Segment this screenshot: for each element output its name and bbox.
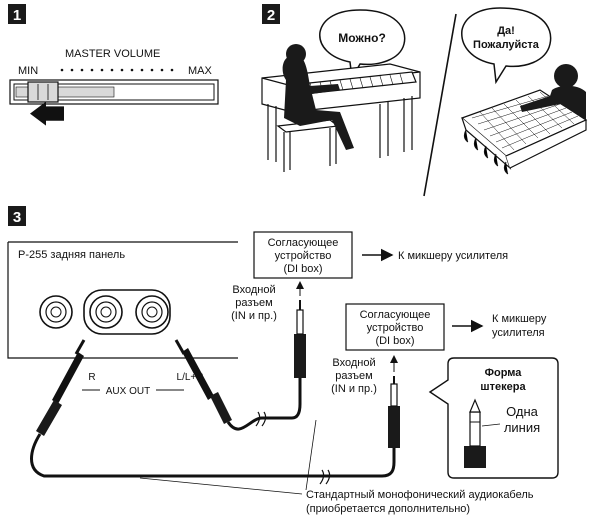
aux-out-r-jack[interactable] — [89, 295, 123, 329]
plug-box-title-line2: штекера — [480, 381, 526, 393]
cable-to-dibox2 — [30, 433, 396, 478]
input1-line2: разъем — [235, 297, 272, 309]
mono-plug-icon — [464, 398, 486, 468]
input1-line3: (IN и пр.) — [231, 310, 277, 322]
dibox1 — [253, 231, 353, 279]
dibox1-line2: устройство — [275, 250, 332, 262]
jack-l-label: L/L+R — [177, 372, 204, 383]
plug-box-title-line1: Форма — [485, 367, 523, 379]
piano-player-illustration — [261, 44, 421, 172]
bubble-right-line1: Да! — [497, 25, 515, 37]
master-volume-slider[interactable] — [9, 79, 219, 105]
step3-badge — [8, 206, 26, 226]
jack-unused — [39, 295, 73, 329]
volume-slider-knob[interactable] — [27, 81, 59, 103]
plug-l-icon — [174, 339, 232, 424]
dibox1-output-label: К микшеру усилителя — [398, 250, 508, 262]
dibox2-line1: Согласующее — [360, 309, 431, 321]
dibox2-line3: (DI box) — [375, 335, 414, 347]
cable-to-dibox1 — [226, 376, 302, 431]
step2-badge — [262, 4, 280, 24]
arrow-left-icon — [30, 101, 64, 126]
step3-panel: 3 P-255 задняя панель R L/L+R AUX OUT — [7, 206, 559, 515]
caption-leader-2 — [305, 419, 317, 491]
input-plug-1-icon — [294, 300, 306, 378]
caption-leader-1 — [139, 477, 303, 495]
plug-box-desc-line2: линия — [504, 420, 540, 435]
step1-number: 1 — [13, 7, 21, 24]
dibox2-output-line1: К микшеру — [492, 313, 547, 325]
plug-shape-callout: Форма штекера Одна линия — [428, 357, 559, 479]
dibox2-line2: устройство — [367, 322, 424, 334]
input2-line2: разъем — [335, 370, 372, 382]
master-volume-label: MASTER VOLUME — [65, 48, 160, 60]
dibox2 — [345, 303, 445, 351]
cable-caption-line1: Стандартный монофонический аудиокабель — [306, 489, 534, 501]
mixer-engineer-illustration — [460, 64, 588, 175]
volume-scale-dots — [60, 68, 174, 72]
cable-break-mark-2 — [319, 469, 331, 485]
dibox1-line1: Согласующее — [268, 237, 339, 249]
input2-line3: (IN и пр.) — [331, 383, 377, 395]
rear-panel-outline — [7, 241, 238, 359]
step3-number: 3 — [13, 209, 21, 226]
dibox2-output-line2: усилителя — [492, 327, 545, 339]
bubble-left-text: Можно? — [338, 31, 386, 45]
step1-panel: 1 MASTER VOLUME MIN MAX — [8, 4, 219, 126]
dibox1-line3: (DI box) — [283, 263, 322, 275]
jack-r-label: R — [88, 372, 95, 383]
rear-panel-title: P-255 задняя панель — [18, 249, 125, 261]
cable-caption-line2: (приобретается дополнительно) — [306, 503, 470, 515]
speech-bubble-right: Да! Пожалуйста — [461, 7, 552, 85]
volume-min-label: MIN — [18, 65, 38, 77]
input-plug-2-icon — [388, 376, 400, 448]
step2-panel: 2 Можно? — [261, 4, 588, 197]
bubble-right-line2: Пожалуйста — [473, 39, 540, 51]
input2-line1: Входной — [332, 357, 375, 369]
aux-out-label: AUX OUT — [106, 386, 150, 397]
plug-box-desc-line1: Одна — [506, 404, 539, 419]
step1-badge — [8, 4, 26, 24]
step2-number: 2 — [267, 7, 275, 24]
cable-break-mark-1 — [255, 411, 267, 427]
plug-r-icon — [36, 339, 86, 436]
step2-divider — [423, 13, 457, 197]
aux-out-l-jack[interactable] — [135, 295, 169, 329]
volume-max-label: MAX — [188, 65, 213, 77]
input1-line1: Входной — [232, 284, 275, 296]
